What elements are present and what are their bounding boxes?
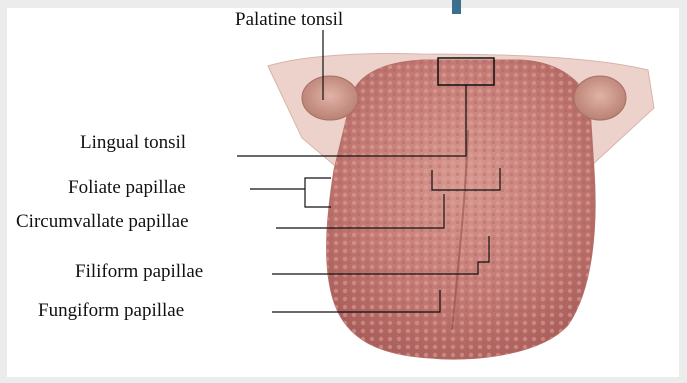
label-lingual-tonsil: Lingual tonsil [80, 133, 186, 152]
bracket-foliate [305, 178, 331, 207]
label-palatine-tonsil: Palatine tonsil [235, 10, 343, 29]
papillae-texture [327, 60, 596, 359]
palatine-tonsil-right [574, 76, 626, 120]
label-circumvallate-papillae: Circumvallate papillae [16, 212, 189, 231]
label-filiform-papillae: Filiform papillae [75, 262, 203, 281]
palatine-tonsil-left [302, 76, 358, 120]
label-foliate-papillae: Foliate papillae [68, 178, 186, 197]
label-fungiform-papillae: Fungiform papillae [38, 301, 184, 320]
